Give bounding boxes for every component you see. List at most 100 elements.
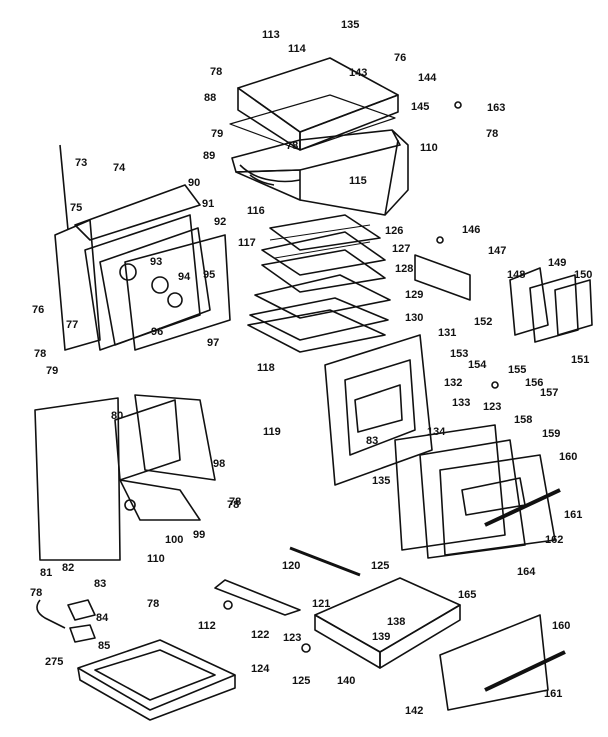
part-number-label: 96 bbox=[151, 326, 164, 338]
part-number-label: 110 bbox=[420, 142, 438, 154]
part-number-label: 76 bbox=[32, 304, 45, 316]
part-number-label: 112 bbox=[198, 620, 216, 632]
part-number-label: 78 bbox=[286, 140, 299, 152]
part-number-label: 79 bbox=[211, 128, 224, 140]
left-lower-panel-part bbox=[34, 394, 216, 561]
part-number-label: 121 bbox=[312, 598, 331, 610]
part-number-label: 135 bbox=[372, 475, 391, 487]
part-number-label: 139 bbox=[372, 631, 391, 643]
part-number-label: 90 bbox=[188, 177, 201, 189]
part-number-label: 133 bbox=[452, 397, 471, 409]
cabinet-body-part bbox=[231, 129, 409, 216]
part-number-label: 100 bbox=[165, 534, 184, 546]
part-number-label: 115 bbox=[349, 175, 367, 187]
part-number-label: 83 bbox=[366, 435, 379, 447]
part-number-label: 78 bbox=[229, 496, 242, 508]
part-number-label: 73 bbox=[75, 157, 88, 169]
part-number-label: 78 bbox=[486, 128, 499, 140]
part-number-label: 99 bbox=[193, 529, 206, 541]
part-number-label: 82 bbox=[62, 562, 75, 574]
part-number-label: 160 bbox=[552, 620, 571, 632]
part-number-label: 78 bbox=[210, 66, 223, 78]
oven-racks-part bbox=[247, 214, 391, 353]
part-number-label: 114 bbox=[288, 43, 306, 55]
small-hardware-parts bbox=[36, 101, 499, 653]
part-number-label: 157 bbox=[540, 387, 559, 399]
part-number-label: 144 bbox=[418, 72, 437, 84]
part-number-label: 91 bbox=[202, 198, 215, 210]
part-number-label: 275 bbox=[45, 656, 64, 668]
part-number-label: 155 bbox=[508, 364, 527, 376]
part-number-label: 125 bbox=[292, 675, 311, 687]
part-number-label: 77 bbox=[66, 319, 79, 331]
part-number-label: 146 bbox=[462, 224, 481, 236]
part-number-label: 78 bbox=[227, 499, 240, 511]
part-number-label: 148 bbox=[507, 269, 526, 281]
part-number-label: 94 bbox=[178, 271, 191, 283]
part-number-label: 123 bbox=[283, 632, 302, 644]
part-number-label: 78 bbox=[147, 598, 160, 610]
part-number-label: 120 bbox=[282, 560, 301, 572]
part-number-label: 130 bbox=[405, 312, 424, 324]
part-number-label: 165 bbox=[458, 589, 477, 601]
part-number-label: 123 bbox=[483, 401, 502, 413]
part-number-label: 151 bbox=[571, 354, 590, 366]
part-number-label: 163 bbox=[487, 102, 506, 114]
part-number-label: 131 bbox=[438, 327, 457, 339]
part-number-label: 95 bbox=[203, 269, 216, 281]
part-number-label: 124 bbox=[251, 663, 270, 675]
part-number-label: 119 bbox=[263, 426, 281, 438]
part-number-label: 97 bbox=[207, 337, 220, 349]
oven-door-inner-part bbox=[324, 334, 433, 486]
part-number-label: 142 bbox=[405, 705, 424, 717]
part-number-label: 149 bbox=[548, 257, 567, 269]
part-number-label: 134 bbox=[427, 426, 446, 438]
part-number-label: 145 bbox=[411, 101, 430, 113]
part-number-label: 138 bbox=[387, 616, 406, 628]
part-number-label: 74 bbox=[113, 162, 126, 174]
part-number-label: 93 bbox=[150, 256, 163, 268]
part-number-label: 129 bbox=[405, 289, 424, 301]
part-number-label: 78 bbox=[34, 348, 47, 360]
part-number-label: 126 bbox=[385, 225, 404, 237]
part-number-label: 127 bbox=[392, 243, 411, 255]
part-number-label: 158 bbox=[514, 414, 533, 426]
part-number-label: 80 bbox=[111, 410, 124, 422]
element-glass-parts bbox=[414, 254, 593, 343]
part-number-label: 78 bbox=[30, 587, 43, 599]
part-number-label: 84 bbox=[96, 612, 109, 624]
top-panel-part bbox=[229, 57, 399, 151]
left-side-panel-part bbox=[54, 144, 231, 351]
part-number-label: 154 bbox=[468, 359, 487, 371]
part-number-label: 113 bbox=[262, 29, 280, 41]
part-number-label: 161 bbox=[564, 509, 583, 521]
part-number-label: 76 bbox=[394, 52, 407, 64]
part-number-label: 135 bbox=[341, 19, 360, 31]
oven-door-outer-part bbox=[394, 424, 561, 559]
part-number-label: 150 bbox=[574, 269, 593, 281]
part-number-label: 98 bbox=[213, 458, 226, 470]
part-number-label: 152 bbox=[474, 316, 493, 328]
part-number-label: 110 bbox=[147, 553, 165, 565]
part-number-label: 79 bbox=[46, 365, 59, 377]
part-number-label: 161 bbox=[544, 688, 563, 700]
part-number-label: 156 bbox=[525, 377, 544, 389]
part-number-label: 147 bbox=[488, 245, 507, 257]
part-number-label: 160 bbox=[559, 451, 578, 463]
broiler-pan-part bbox=[77, 639, 236, 721]
part-number-label: 75 bbox=[70, 202, 83, 214]
part-number-label: 92 bbox=[214, 216, 227, 228]
part-number-label: 88 bbox=[204, 92, 217, 104]
part-number-label: 159 bbox=[542, 428, 561, 440]
part-number-label: 164 bbox=[517, 566, 536, 578]
drawer-parts bbox=[214, 546, 566, 711]
part-number-label: 118 bbox=[257, 362, 275, 374]
part-number-label: 162 bbox=[545, 534, 564, 546]
part-number-label: 140 bbox=[337, 675, 356, 687]
part-number-label: 116 bbox=[247, 205, 265, 217]
part-number-label: 153 bbox=[450, 348, 469, 360]
part-number-label: 81 bbox=[40, 567, 53, 579]
part-number-label: 83 bbox=[94, 578, 107, 590]
